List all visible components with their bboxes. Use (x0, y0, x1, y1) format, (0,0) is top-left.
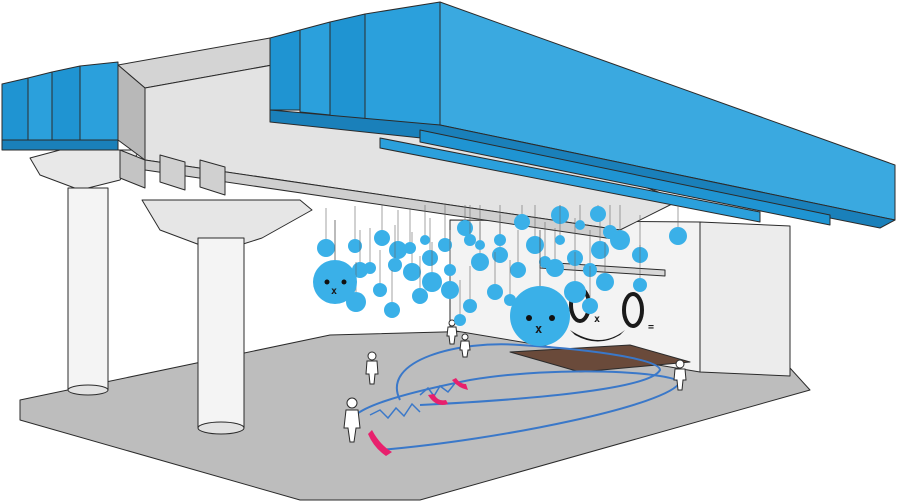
wall-sign-equals: = (648, 322, 654, 333)
balloon (441, 281, 459, 299)
svg-text:x: x (331, 286, 337, 297)
stage-platform (509, 344, 691, 373)
balloon (575, 220, 585, 230)
balloon (373, 283, 387, 297)
balloon (555, 235, 565, 245)
blue-beams-left (1, 61, 119, 151)
balloon (603, 225, 617, 239)
balloon (348, 239, 362, 253)
balloon (475, 240, 485, 250)
balloon (374, 230, 390, 246)
person-icon (343, 397, 361, 443)
svg-text:x: x (594, 314, 600, 325)
back-wall (699, 221, 791, 377)
balloon-cluster (317, 205, 687, 326)
balloon (590, 206, 606, 222)
balloon (388, 258, 402, 272)
person-icon (365, 351, 379, 385)
balloon-face-icon: x (313, 220, 357, 304)
balloon (526, 236, 544, 254)
balloon (582, 298, 598, 314)
balloon (422, 250, 438, 266)
person-icon (446, 319, 458, 345)
walkway-paths (349, 343, 682, 451)
balloon (438, 238, 452, 252)
balloon (514, 214, 530, 230)
balloon (422, 272, 442, 292)
person-icon (673, 359, 687, 391)
balloon (384, 302, 400, 318)
balloon (539, 256, 551, 268)
balloon (454, 314, 466, 326)
balloon (487, 284, 503, 300)
balloon (389, 241, 407, 259)
balloon-face-icon: x (510, 230, 570, 346)
blue-beams-right (269, 1, 896, 229)
balloon (404, 242, 416, 254)
balloon (564, 281, 586, 303)
person-icon (459, 333, 471, 358)
balloon (444, 264, 456, 276)
svg-text:x: x (535, 322, 542, 336)
balloon (464, 234, 476, 246)
balloon (471, 253, 489, 271)
column-center (141, 199, 313, 435)
balloon (492, 247, 508, 263)
balloon (463, 299, 477, 313)
balloon (364, 262, 376, 274)
balloon (669, 227, 687, 245)
balloon (403, 263, 421, 281)
balloon (510, 262, 526, 278)
balloon (633, 278, 647, 292)
balloon (494, 234, 506, 246)
balloon (412, 288, 428, 304)
pink-accents (368, 378, 468, 456)
balloon (420, 235, 430, 245)
balloon (457, 220, 473, 236)
column-left (29, 149, 141, 396)
balloon (317, 239, 335, 257)
balloon (596, 273, 614, 291)
balloon (591, 241, 609, 259)
